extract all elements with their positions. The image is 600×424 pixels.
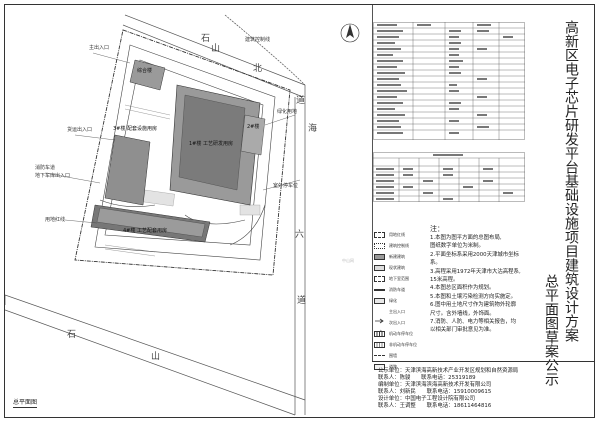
road-name-east-1: 道 (296, 96, 306, 106)
legend-item: 用地红线 (374, 230, 428, 241)
site-plan-drawing (5, 14, 360, 416)
watermark: 中山网 (342, 258, 354, 263)
note-line: 7.消防、人防、电力等相关报告，均 (430, 319, 517, 326)
publicity-title: 总平面图草案公示 (543, 274, 559, 386)
designer-line: 编制单位：天津滨海滨海高新技术开发有限公司 (378, 382, 492, 388)
roads (5, 14, 306, 416)
note-line: 1.本图为图平方面的总图布局, (430, 235, 502, 241)
note-line: 以相关部门审批意见为准。 (430, 327, 495, 334)
column-divider (372, 5, 373, 361)
project-title: 高新区电子芯片研发平台基础设施项目建筑设计方案 (563, 20, 579, 342)
building-south-label: 4#楼 工艺配套用房 (123, 228, 167, 234)
north-arrow (340, 23, 360, 43)
note-line: 尺寸。含外墙线，外饰面。 (430, 310, 495, 317)
legend-item: 消防车道 (374, 285, 428, 296)
plan-note-5: 绿化用地 (277, 109, 298, 115)
notes-heading: 注： (430, 225, 444, 233)
legend-item: 非机动车停车位 (374, 340, 428, 351)
road-name-east-4: 道 (297, 296, 307, 306)
road-name-south-1: 石 (67, 330, 77, 340)
plan-note-4: 地下车库出入口 (35, 173, 71, 179)
legend-item: 道路 (374, 362, 428, 373)
design-org-line: 设计单位：中国电子工程设计院有限公司 (378, 396, 476, 402)
legend-item: 地下室范围 (374, 274, 428, 285)
sheet-frame (4, 4, 595, 418)
plan-note-3: 消防车道 (35, 165, 56, 171)
note-line: 图纸数字单位为米制。 (430, 243, 484, 250)
area-table (373, 152, 525, 202)
design-notes: 注： 1.本图为图平方面的总图布局, 图纸数字单位为米制。 2.平面坐标系采用2… (430, 225, 526, 335)
note-line: 4.本图总区面积作为规划。 (430, 285, 495, 292)
note-line: 3.高程采用1972年天津市大沽高程系, (430, 268, 521, 275)
road-name-east-3: 六 (295, 230, 305, 240)
north-road (122, 14, 306, 98)
road-name-north-3: 北 (253, 64, 263, 74)
plan-note-1: 主出入口 (89, 45, 110, 51)
buildings (90, 59, 266, 243)
publicity-info: 公示单位：天津滨海高新技术产业开发区规划和自然资源局 联系人：陈骏 联系电话：2… (372, 361, 595, 419)
building-west (104, 134, 151, 206)
title-block: 高新区电子芯片研发平台基础设施项目建筑设计方案 总平面图草案公示 (527, 20, 587, 386)
legend-item: 次出入口 (374, 318, 428, 335)
east-road (294, 85, 306, 415)
contact1-line: 联系人：陈骏 联系电话：25319189 (378, 375, 476, 381)
legend-item: 围墙 (374, 351, 428, 362)
legend-item: 建筑控制线 (374, 241, 428, 252)
legend-item: 绿化 (374, 296, 428, 307)
south-road (5, 294, 306, 416)
applicant-line: 公示单位：天津滨海高新技术产业开发区规划和自然资源局 (378, 368, 519, 374)
building-north-label: 综合楼 (137, 68, 153, 74)
legend-item: 主出入口 (374, 307, 428, 324)
contact3-line: 联系人：王调整 联系电话：18611464816 (378, 403, 492, 409)
contact2-line: 联系人：刘新民 联系电话：15910009615 (378, 389, 492, 395)
legend-item: 机动车停车位 (374, 329, 428, 340)
building-east (240, 114, 266, 156)
road-name-north-1: 石 (201, 34, 211, 44)
legend: 用地红线 建筑控制线 新建建筑 现状建筑 地下室范围 消防车道 绿化 主出入口 … (374, 230, 428, 373)
plan-note-7: 用地红线 (45, 217, 66, 223)
note-line: 系。 (430, 260, 441, 267)
plan-note-8: 建筑控制线 (245, 37, 271, 43)
road-name-south-2: 山 (151, 352, 161, 362)
building-east-label: 2#楼 (247, 124, 260, 130)
note-line: 5.本图和土壤污染检测方向实施定。 (430, 293, 517, 300)
indicator-table (373, 22, 525, 140)
drawing-name: 总平面图 (13, 399, 38, 408)
leader-lines (44, 52, 301, 224)
parking (104, 104, 171, 257)
building-main-label: 1#楼 工艺研发用房 (189, 141, 233, 147)
plan-note-2: 货运出入口 (67, 127, 93, 133)
legend-item: 新建建筑 (374, 252, 428, 263)
site-boundary (74, 29, 291, 276)
site-plan: 石 山 北 道 海 六 道 石 山 1#楼 工艺研发用房 综合楼 3#楼 配套设… (5, 5, 370, 417)
road-name-north-2: 山 (211, 44, 221, 54)
note-line: 15米高程。 (430, 277, 459, 284)
plan-note-6: 室外停车位 (273, 183, 299, 189)
note-line: 6.图中用土地尺寸作为建筑物外轮廓 (430, 302, 517, 309)
road-name-east-2: 海 (308, 124, 318, 134)
note-line: 2.平面坐标系采用2000天津城市坐标 (430, 251, 519, 258)
building-west-label: 3#楼 配套设施用房 (113, 126, 157, 132)
building-north-small (129, 59, 166, 91)
legend-item: 现状建筑 (374, 263, 428, 274)
